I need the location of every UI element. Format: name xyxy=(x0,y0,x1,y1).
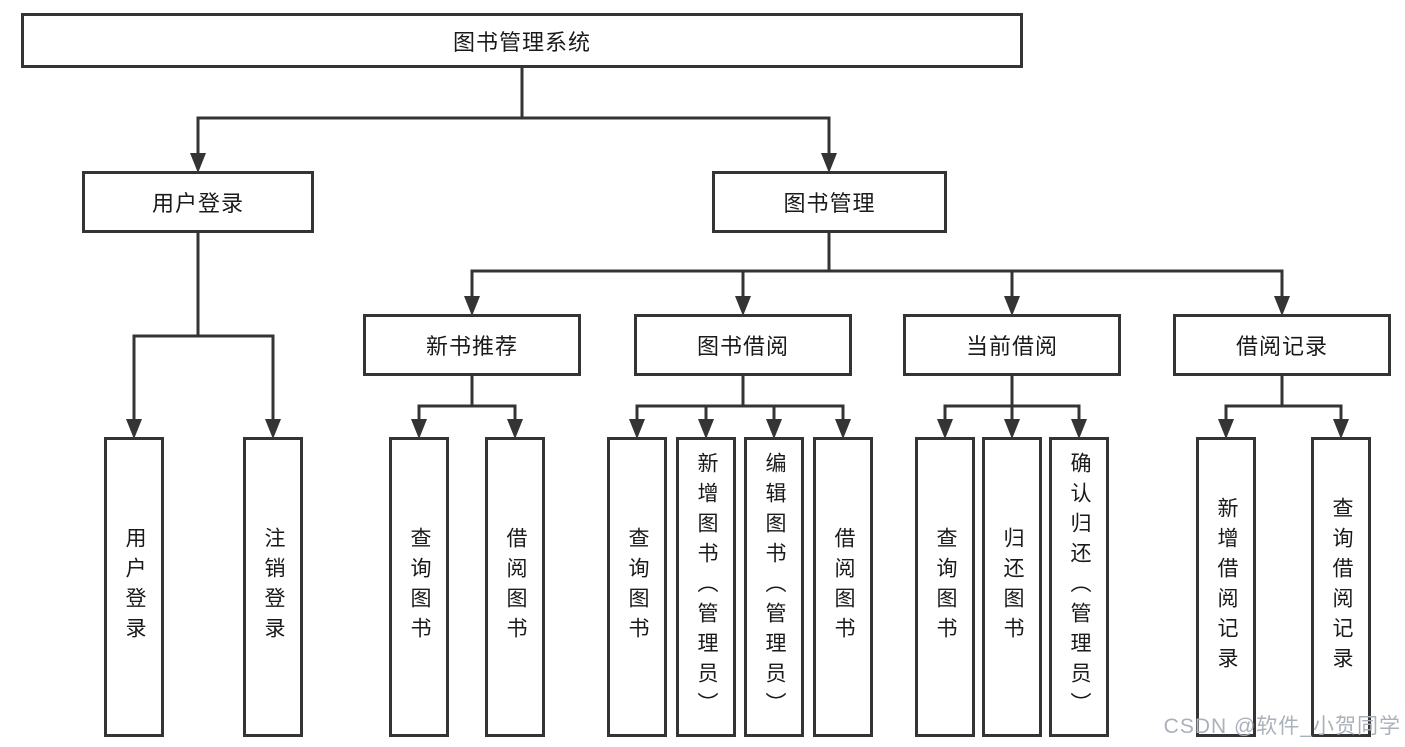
csdn-watermark: CSDN @软件_小贺同学 xyxy=(1163,715,1401,738)
leaf-user-login-label: 用户登录 xyxy=(123,527,146,647)
leaf-currentborrow-query-books-label: 查询图书 xyxy=(934,527,957,647)
leaf-records-query-borrow-record: 查询借阅记录 xyxy=(1311,437,1371,737)
connector-newbook-to-leaves xyxy=(411,376,523,439)
node-user-login-branch: 用户登录 xyxy=(82,171,314,233)
leaf-newbook-borrow-books: 借阅图书 xyxy=(485,437,545,737)
node-borrow-records: 借阅记录 xyxy=(1173,314,1391,376)
connector-currentborrow-to-leaves xyxy=(937,376,1087,439)
connector-bookmgmt-to-level3 xyxy=(464,233,1290,316)
leaf-newbook-query-books-label: 查询图书 xyxy=(408,527,431,647)
leaf-bookborrow-borrow-books-label: 借阅图书 xyxy=(832,527,855,647)
leaf-user-login: 用户登录 xyxy=(104,437,164,737)
leaf-records-query-borrow-record-label: 查询借阅记录 xyxy=(1330,497,1353,677)
leaf-newbook-borrow-books-label: 借阅图书 xyxy=(504,527,527,647)
leaf-currentborrow-query-books: 查询图书 xyxy=(915,437,975,737)
leaf-currentborrow-return-books-label: 归还图书 xyxy=(1001,527,1024,647)
connector-borrowrecords-to-leaves xyxy=(1218,376,1349,439)
leaf-newbook-query-books: 查询图书 xyxy=(389,437,449,737)
leaf-records-add-borrow-record: 新增借阅记录 xyxy=(1196,437,1256,737)
leaf-bookborrow-edit-books-admin-label: 编辑图书（管理员） xyxy=(763,452,786,722)
leaf-logout-login-label: 注销登录 xyxy=(262,527,285,647)
leaf-bookborrow-query-books: 查询图书 xyxy=(607,437,667,737)
leaf-logout-login: 注销登录 xyxy=(243,437,303,737)
leaf-bookborrow-borrow-books: 借阅图书 xyxy=(813,437,873,737)
connector-userlogin-to-leaves xyxy=(126,233,281,439)
leaf-bookborrow-add-books-admin-label: 新增图书（管理员） xyxy=(695,452,718,722)
leaf-currentborrow-return-books: 归还图书 xyxy=(982,437,1042,737)
node-book-borrow: 图书借阅 xyxy=(634,314,852,376)
leaf-bookborrow-add-books-admin: 新增图书（管理员） xyxy=(676,437,736,737)
node-book-management-branch: 图书管理 xyxy=(712,171,947,233)
connector-bookborrow-to-leaves xyxy=(629,376,851,439)
node-current-borrow: 当前借阅 xyxy=(903,314,1121,376)
leaf-bookborrow-query-books-label: 查询图书 xyxy=(626,527,649,647)
node-new-book-recommend: 新书推荐 xyxy=(363,314,581,376)
leaf-records-add-borrow-record-label: 新增借阅记录 xyxy=(1215,497,1238,677)
connector-root-to-level2 xyxy=(190,68,837,173)
node-root-system: 图书管理系统 xyxy=(21,13,1023,68)
leaf-currentborrow-confirm-return-admin: 确认归还（管理员） xyxy=(1049,437,1109,737)
leaf-bookborrow-edit-books-admin: 编辑图书（管理员） xyxy=(744,437,804,737)
leaf-currentborrow-confirm-return-admin-label: 确认归还（管理员） xyxy=(1068,452,1091,722)
